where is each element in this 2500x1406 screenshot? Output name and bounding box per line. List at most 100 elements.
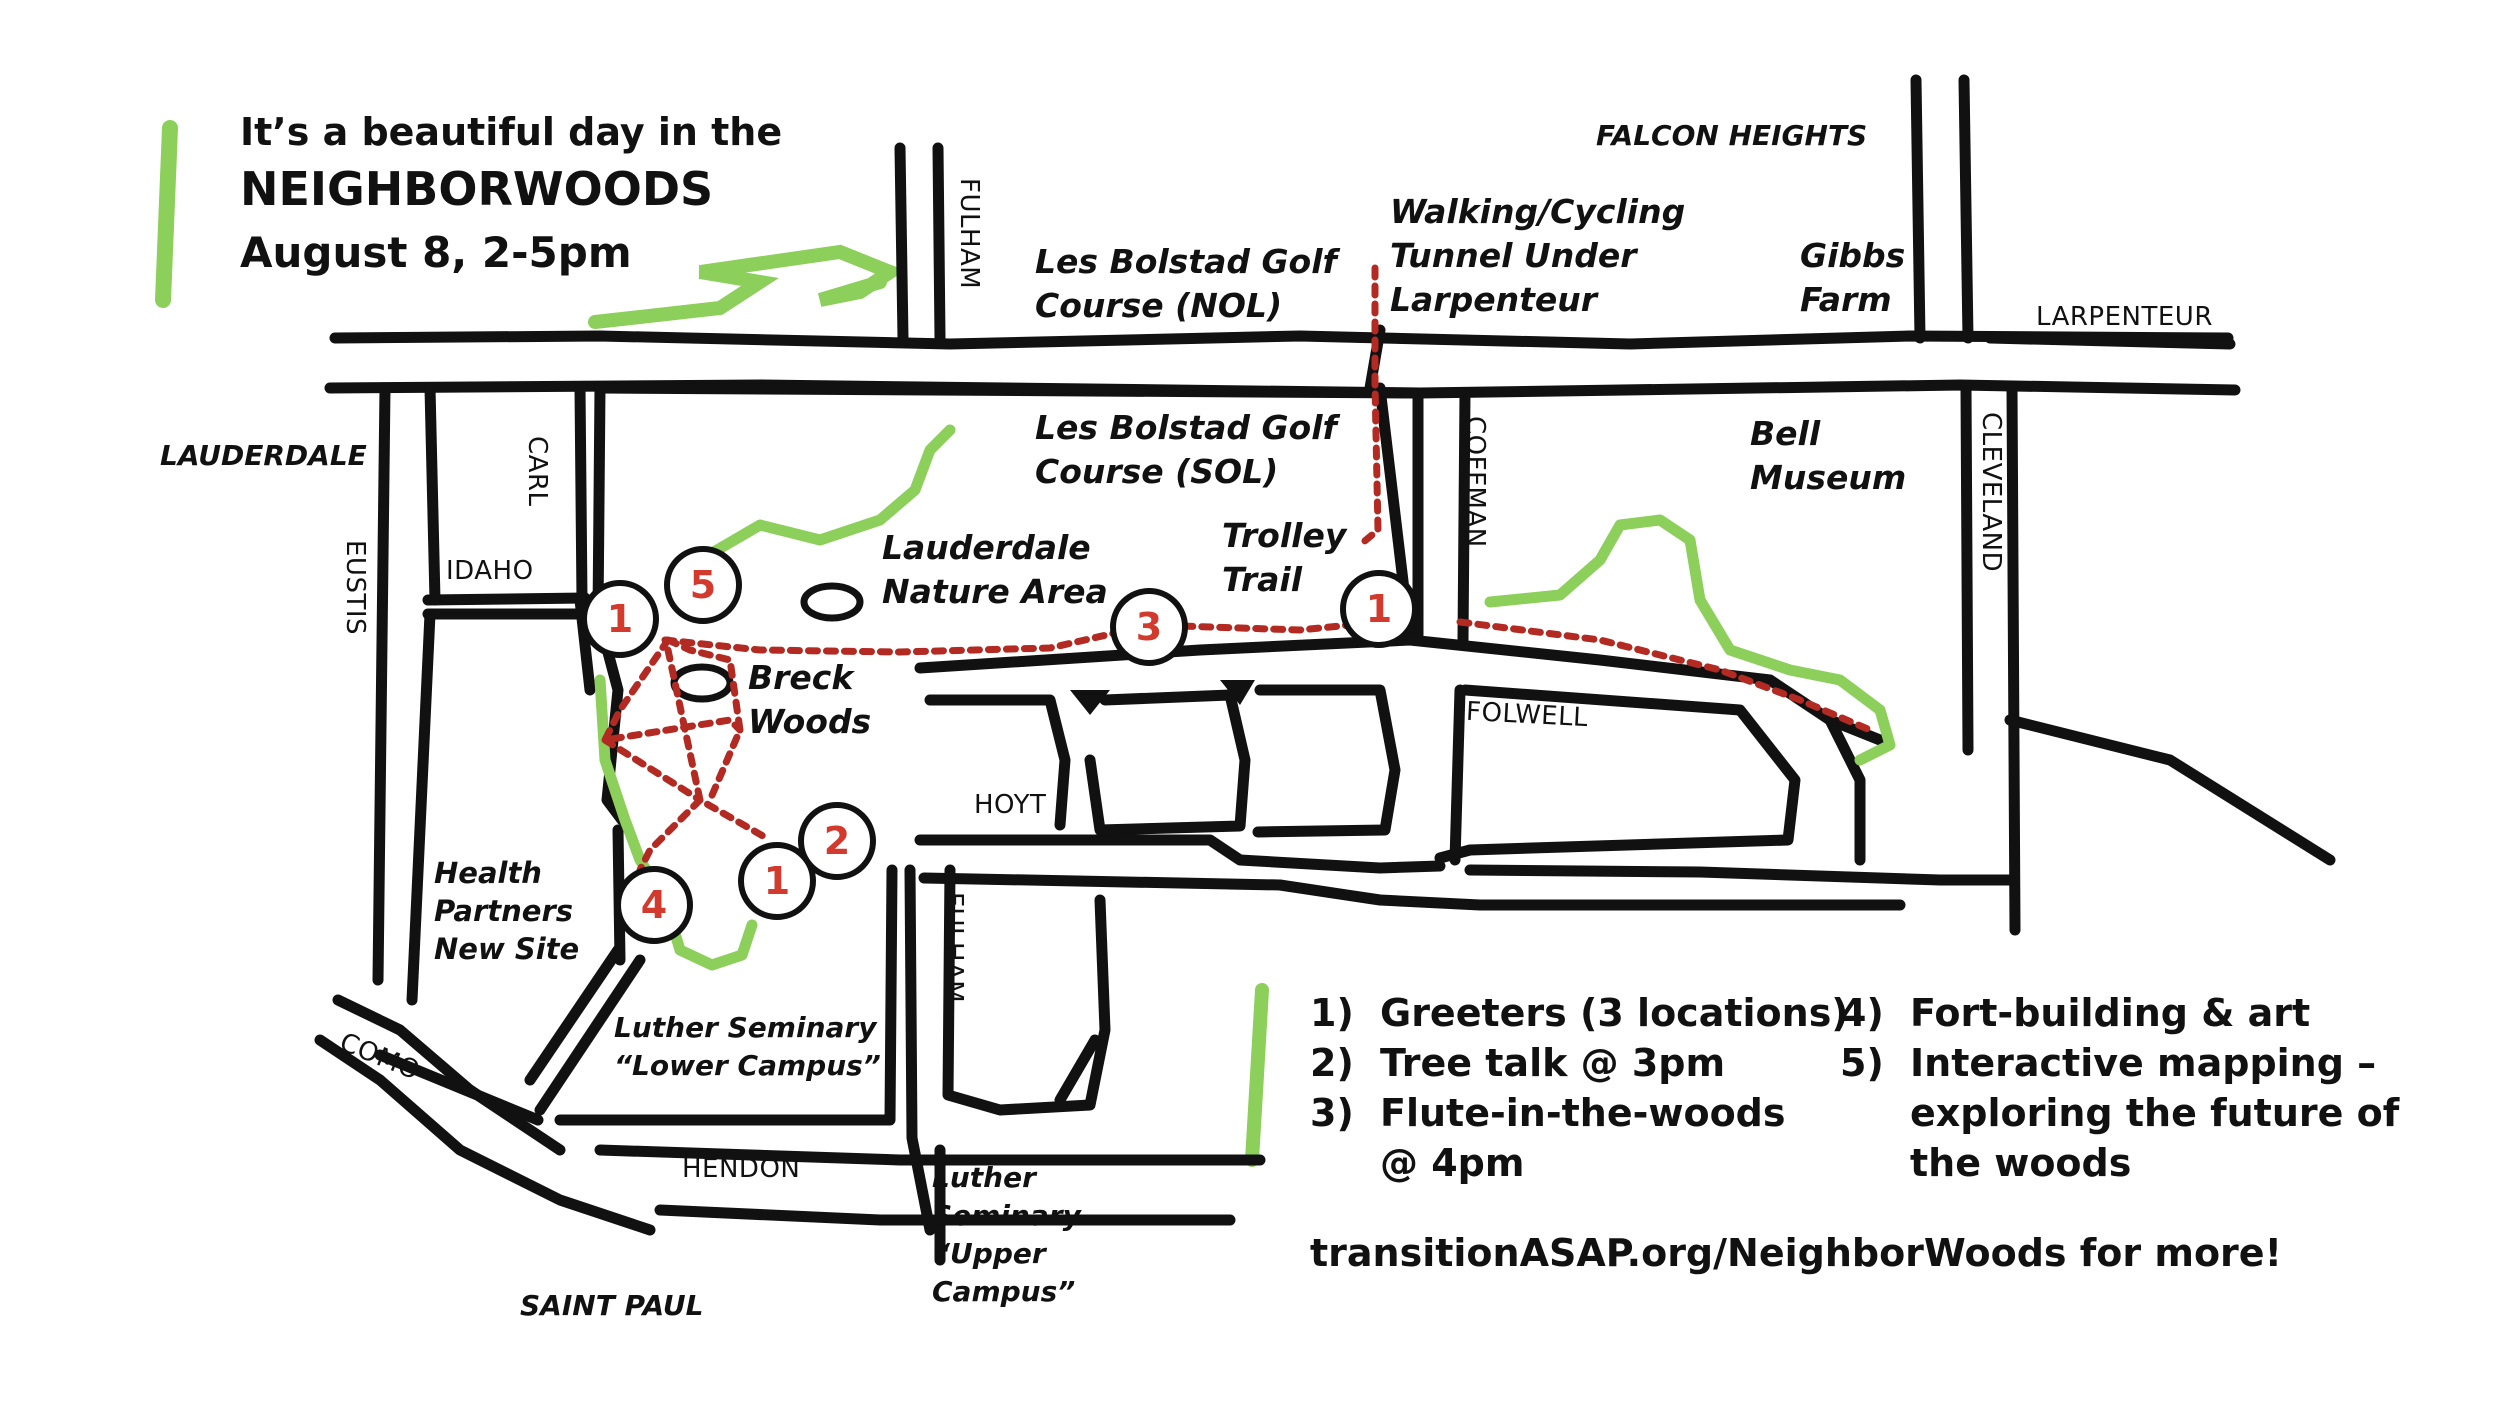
- legend-item-3-continued: @ 4pm: [1310, 1138, 1524, 1188]
- fulham-south-west: [904, 864, 936, 1236]
- legend-text: the woods: [1910, 1141, 2132, 1185]
- area-label-bell-2: Museum: [1750, 458, 1907, 497]
- legend-number: 2): [1310, 1041, 1354, 1085]
- area-label-golf-sol-2: Course (SOL): [1035, 452, 1279, 491]
- area-label-health-1: Health: [434, 856, 542, 890]
- dotted-path-breck-5: [601, 736, 704, 804]
- carl-west: [424, 382, 441, 606]
- area-label-golf-sol-1: Les Bolstad Golf: [1035, 408, 1337, 447]
- street-label-idaho: IDAHO: [446, 556, 534, 586]
- stop-marker-interactive-mapping: 5: [664, 546, 742, 624]
- area-label-luther-upper-4: Campus”: [932, 1275, 1076, 1308]
- area-label-luther-upper-2: Seminary: [932, 1199, 1081, 1232]
- dotted-path-tunnel: [1356, 264, 1382, 549]
- legend-number: 5): [1840, 1041, 1884, 1085]
- block-a: [924, 694, 1071, 831]
- cleveland-north-east: [1958, 74, 1974, 344]
- nature-area-pond: [800, 582, 864, 622]
- street-label-eustis: EUSTIS: [340, 540, 370, 636]
- area-label-trolley-2: Trail: [1222, 560, 1303, 599]
- area-label-tunnel-3: Larpenteur: [1390, 280, 1597, 319]
- folwell-bend: [1824, 714, 1866, 866]
- street-label-cleveland: CLEVELAND: [1976, 412, 2006, 573]
- stop-marker-greeters-east: 1: [1340, 570, 1418, 648]
- decorative-brush-strokes: [155, 120, 1269, 1167]
- area-label-luther-lower-1: Luther Seminary: [614, 1011, 877, 1044]
- legend-text: Flute-in-the-woods: [1380, 1091, 1786, 1135]
- area-label-golf-nol-1: Les Bolstad Golf: [1035, 242, 1337, 281]
- area-label-lauderdale: LAUDERDALE: [160, 439, 367, 472]
- coffman-east: [1457, 387, 1471, 646]
- street-label-hendon: HENDON: [682, 1154, 801, 1184]
- area-label-gibbs-1: Gibbs: [1800, 236, 1906, 275]
- area-label-health-2: Partners: [434, 894, 574, 928]
- idaho-north: [422, 592, 591, 606]
- area-label-falcon-heights: FALCON HEIGHTS: [1596, 119, 1868, 152]
- green-trail-east-woods: [1484, 514, 1896, 766]
- header-line-2: NEIGHBORWOODS: [240, 162, 714, 216]
- block-b: [1084, 689, 1251, 836]
- area-label-luther-upper-3: “Upper: [932, 1237, 1046, 1270]
- street-label-folwell: FOLWELL: [1465, 696, 1589, 734]
- area-label-saint-paul: SAINT PAUL: [520, 1289, 704, 1322]
- fulham-south-east: [942, 864, 1111, 1116]
- area-label-tunnel-1: Walking/Cycling: [1390, 192, 1686, 231]
- street-label-larpenteur: LARPENTEUR: [2036, 302, 2213, 332]
- dotted-path-main: [661, 618, 1384, 656]
- legend-item-3: 3) Flute-in-the-woods: [1310, 1088, 1786, 1138]
- road-triangles: [1070, 680, 1255, 715]
- legend-brush-mark: [1245, 983, 1269, 1167]
- footer-url-link[interactable]: transitionASAP.org/NeighborWoods for mor…: [1310, 1231, 2282, 1275]
- street-label-fulham-north: FULHAM: [954, 178, 984, 290]
- legend-item-4: 4) Fort-building & art: [1840, 988, 2310, 1038]
- cleveland-south-west: [1960, 382, 1974, 756]
- diag-west-2: [524, 944, 624, 1086]
- folwell-block: [1449, 684, 1466, 866]
- fulham-north-east: [932, 142, 946, 344]
- como-north: [332, 994, 566, 1156]
- area-label-health-3: New Site: [434, 932, 580, 966]
- nature-area-boundary: [594, 382, 1426, 399]
- legend-text: Greeters (3 locations): [1380, 991, 1849, 1035]
- area-label-bell-1: Bell: [1750, 414, 1821, 453]
- street-label-hoyt: HOYT: [974, 790, 1047, 820]
- triangle-west: [1070, 690, 1110, 715]
- stop-marker-greeters-south: 1: [738, 842, 816, 920]
- legend-text: Interactive mapping –: [1910, 1041, 2377, 1085]
- cleveland-south-east: [2006, 382, 2021, 936]
- stop-marker-flute: 3: [1110, 588, 1188, 666]
- legend-text: Fort-building & art: [1910, 991, 2311, 1035]
- fulham-north-west: [894, 142, 909, 344]
- header-line-3: August 8, 2-5pm: [240, 228, 632, 277]
- dotted-path-breck-1: [664, 636, 744, 804]
- green-trail-nature-area: [694, 424, 956, 566]
- breck-woods-pond: [670, 663, 734, 703]
- hendon: [594, 1144, 1266, 1166]
- lower-campus-east: [554, 864, 898, 1126]
- folwell-south: [1434, 684, 1801, 864]
- east-superblock: [1464, 864, 2016, 886]
- larpenteur-east-edge: [1984, 332, 2236, 350]
- triangle-east: [1220, 680, 1255, 705]
- area-label-tunnel-2: Tunnel Under: [1390, 236, 1637, 275]
- grass-brush-mark: [588, 244, 905, 329]
- block-c: [1252, 684, 1401, 838]
- stop-marker-greeters-west: 1: [581, 580, 659, 658]
- legend-item-5-continued-1: exploring the future of: [1840, 1088, 2399, 1138]
- dotted-walking-paths: [598, 264, 1874, 874]
- area-label-breck-1: Breck: [748, 658, 854, 697]
- hoyt-lower: [918, 872, 1906, 911]
- legend-number: 4): [1840, 991, 1884, 1035]
- area-label-gibbs-2: Farm: [1800, 280, 1892, 319]
- legend-item-5-continued-2: the woods: [1840, 1138, 2131, 1188]
- dotted-path-breck-4: [636, 796, 704, 874]
- legend-text: Tree talk @ 3pm: [1380, 1041, 1726, 1085]
- legend-text: @ 4pm: [1380, 1141, 1525, 1185]
- lauderdale-block: [592, 382, 628, 826]
- legend-item-2: 2) Tree talk @ 3pm: [1310, 1038, 1725, 1088]
- header-line-1: It’s a beautiful day in the: [240, 110, 783, 154]
- legend-number: 3): [1310, 1091, 1354, 1135]
- hoyt-upper: [914, 834, 1446, 874]
- como-south: [314, 1034, 656, 1236]
- fulham-lower: [1054, 1034, 1101, 1106]
